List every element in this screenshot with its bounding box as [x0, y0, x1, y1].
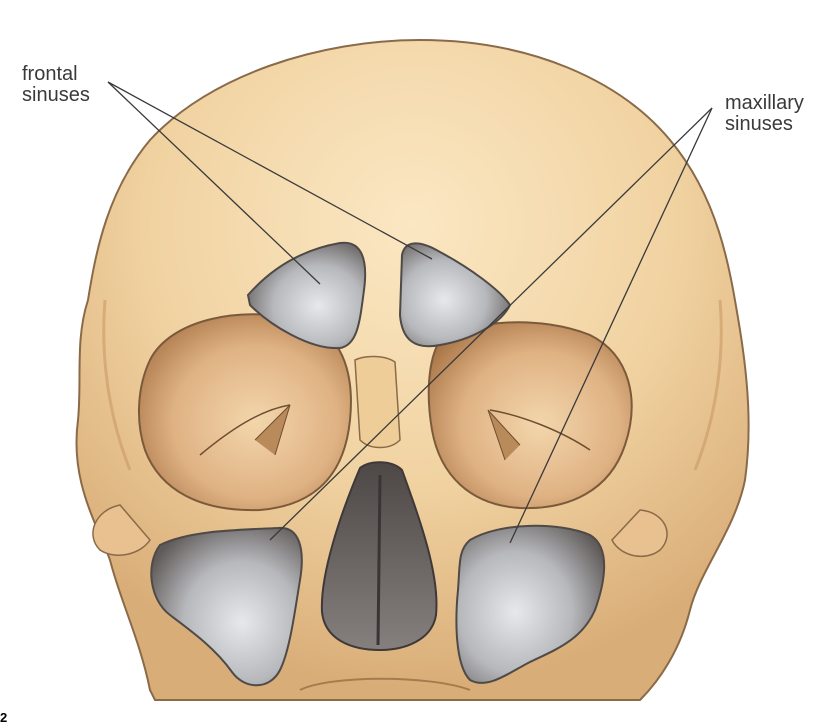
- page-number: 2: [0, 710, 7, 726]
- right-orbit: [429, 322, 632, 508]
- maxillary-label-line1: maxillary: [725, 93, 804, 114]
- frontal-sinuses-label: frontal sinuses: [22, 64, 90, 106]
- frontal-label-line1: frontal: [22, 64, 90, 85]
- nasal-septum: [378, 475, 380, 645]
- maxillary-label-line2: sinuses: [725, 114, 804, 135]
- frontal-label-line2: sinuses: [22, 85, 90, 106]
- maxillary-sinuses-label: maxillary sinuses: [725, 93, 804, 135]
- nasal-bones: [355, 356, 400, 447]
